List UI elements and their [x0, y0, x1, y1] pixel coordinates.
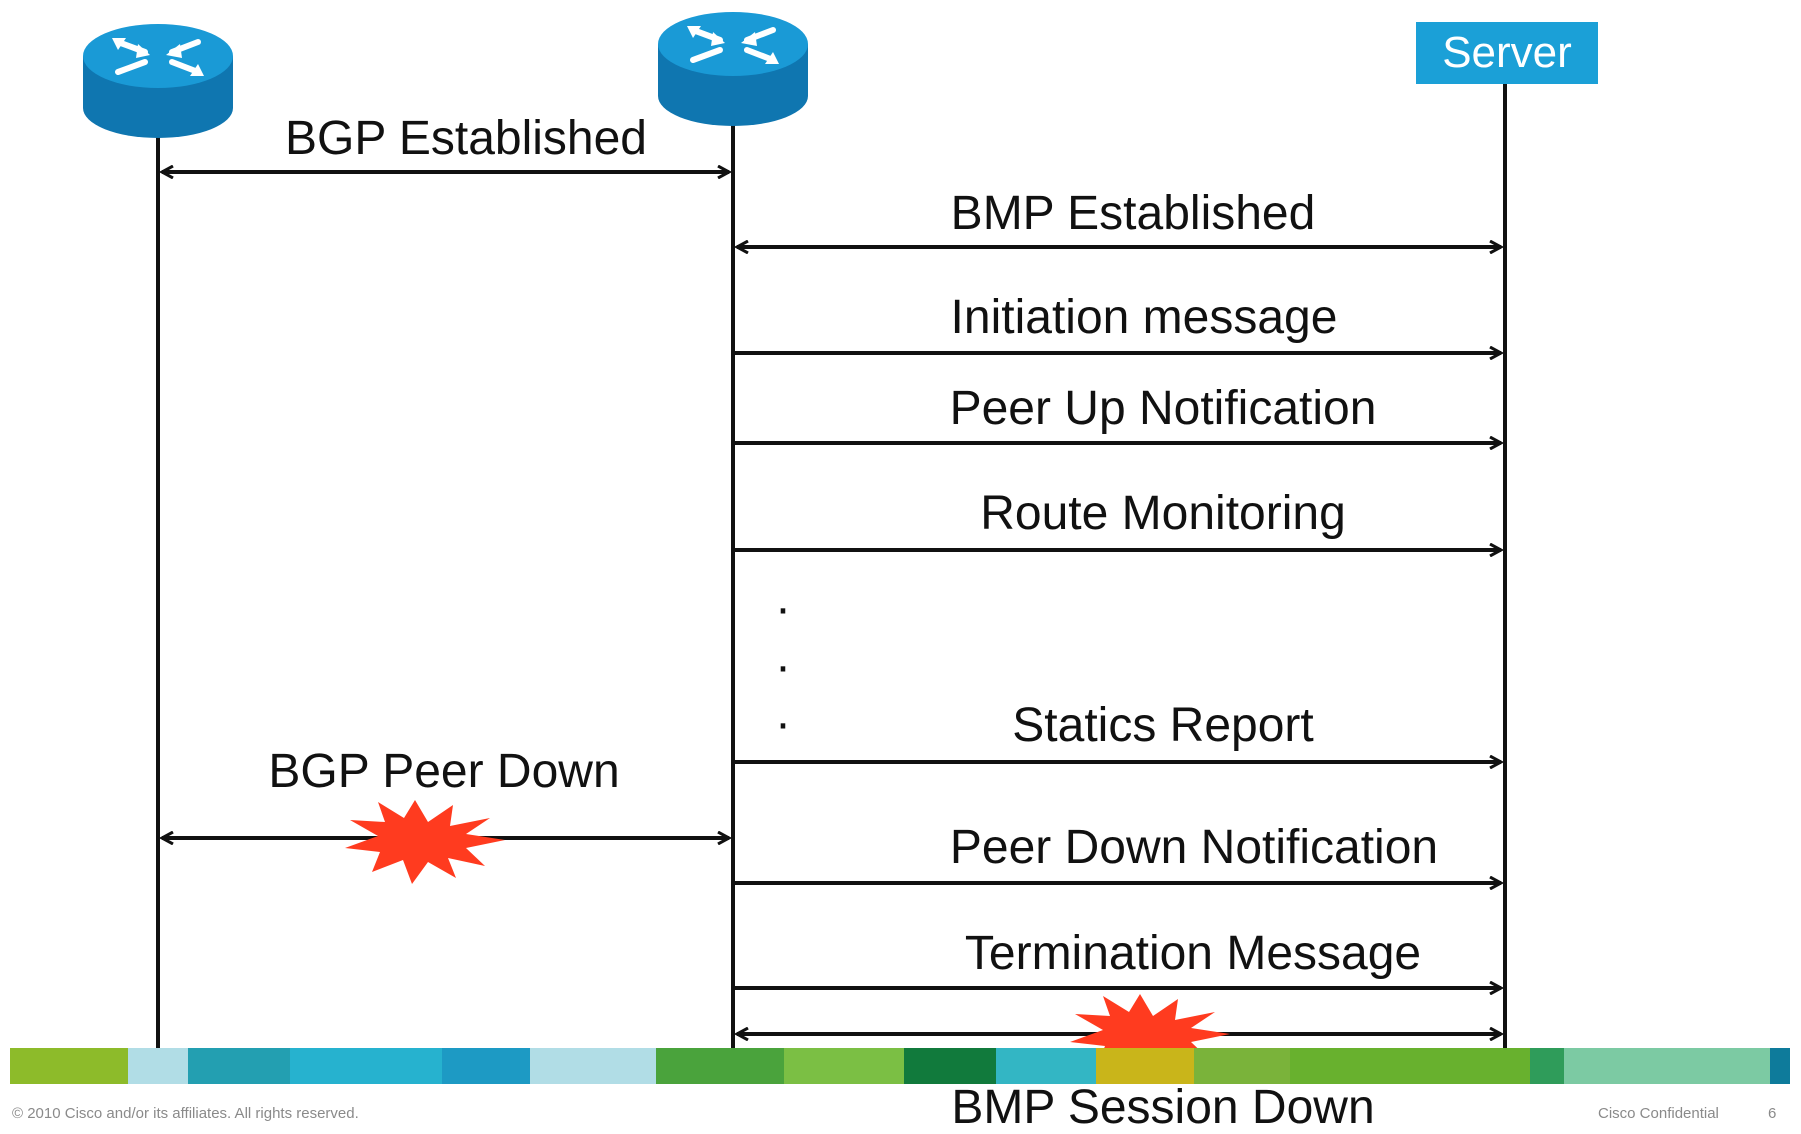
confidential-text: Cisco Confidential [1598, 1105, 1719, 1122]
message-label: BGP Peer Down [268, 745, 620, 798]
message-label: Initiation message [950, 291, 1338, 344]
server-label: Server [1416, 22, 1598, 84]
router-icon [83, 24, 233, 138]
explosion-icon [345, 800, 505, 884]
copyright-text: © 2010 Cisco and/or its affiliates. All … [12, 1105, 359, 1122]
message-label: Route Monitoring [980, 487, 1346, 540]
footer-color-band [10, 1048, 1790, 1084]
page-number: 6 [1768, 1105, 1777, 1122]
ellipsis-dot: · [775, 582, 791, 635]
message-label: Peer Up Notification [949, 382, 1377, 435]
ellipsis-dot: · [775, 697, 791, 750]
message-label: BMP Established [950, 187, 1316, 240]
message-label: Peer Down Notification [949, 821, 1439, 874]
message-label: Statics Report [1012, 699, 1314, 752]
router-icon [658, 12, 808, 126]
message-label: BGP Established [285, 112, 647, 165]
message-label: Termination Message [964, 927, 1422, 980]
message-label: BMP Session Down [951, 1081, 1375, 1134]
ellipsis-dot: · [775, 640, 791, 693]
